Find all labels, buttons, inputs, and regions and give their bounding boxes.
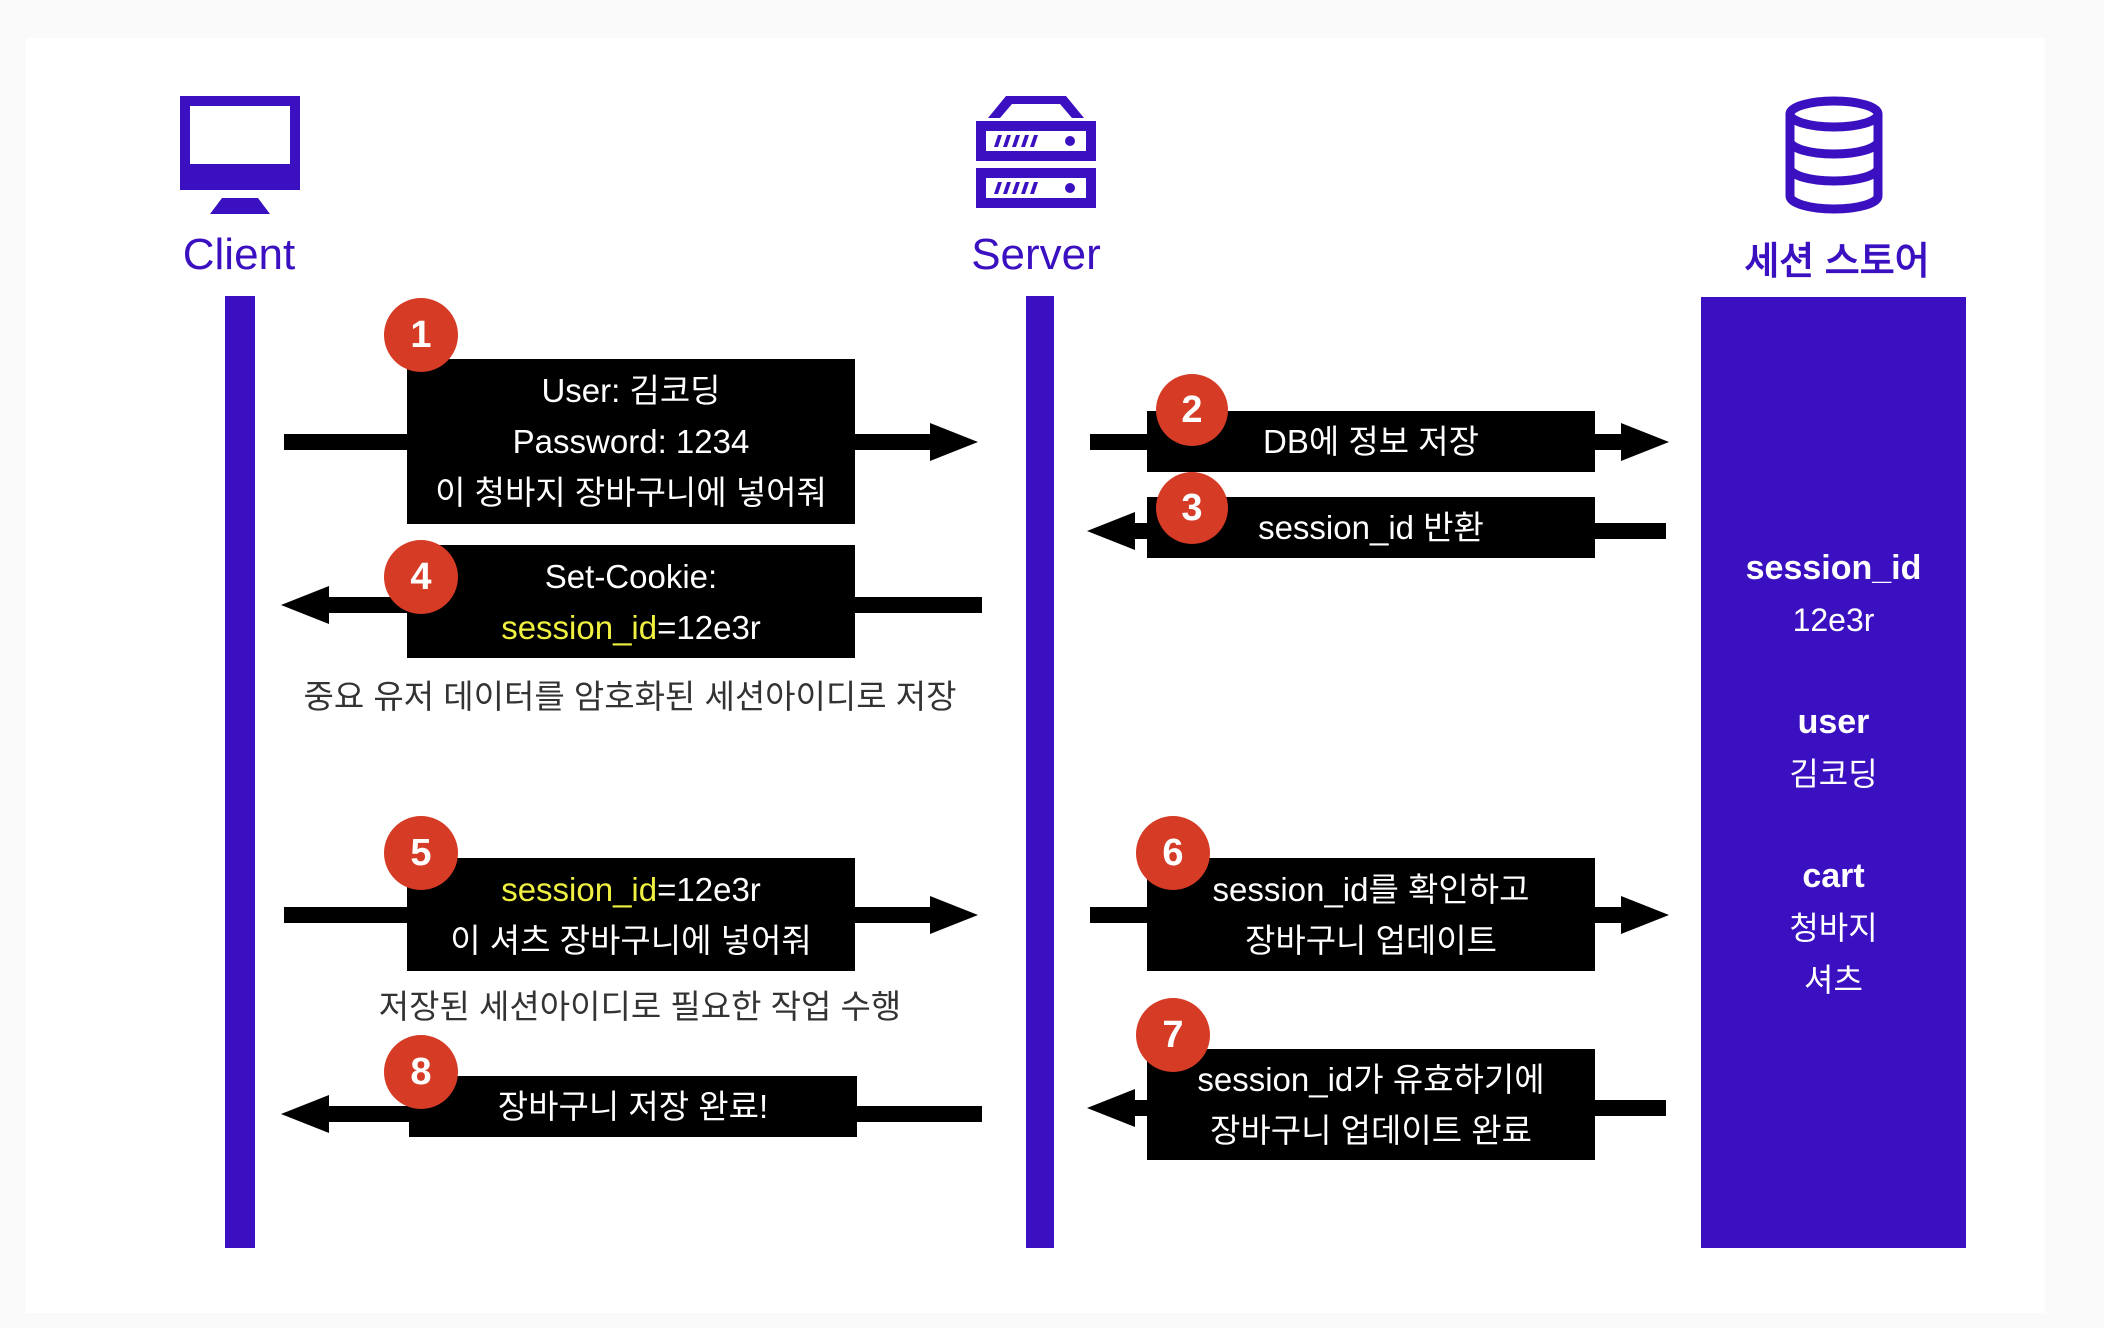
message-box: session_id를 확인하고 장바구니 업데이트 — [1147, 858, 1595, 971]
step-badge: 3 — [1156, 472, 1228, 544]
client-label: Client — [182, 230, 296, 279]
step-badge: 7 — [1136, 998, 1210, 1072]
message-box: Set-Cookie: session_id=12e3r — [407, 545, 855, 658]
step-badge: 5 — [384, 816, 458, 890]
step-caption: 저장된 세션아이디로 필요한 작업 수행 — [378, 988, 902, 1025]
server-lifeline — [1026, 296, 1054, 1248]
database-icon — [1785, 96, 1883, 214]
message-box: 장바구니 저장 완료! — [409, 1076, 857, 1137]
store-entry-user: user 김코딩 — [1789, 703, 1878, 792]
arrow-right-icon — [1621, 423, 1669, 461]
arrow-right-icon — [930, 896, 978, 934]
client-lifeline — [225, 296, 255, 1248]
arrow-left-icon — [281, 586, 329, 624]
message-box: session_id=12e3r 이 셔츠 장바구니에 넣어줘 — [407, 858, 855, 971]
arrow-right-icon — [930, 423, 978, 461]
arrow-left-icon — [1087, 1089, 1135, 1127]
message-box: User: 김코딩 Password: 1234 이 청바지 장바구니에 넣어줘 — [407, 359, 855, 524]
step-caption: 중요 유저 데이터를 암호화된 세션아이디로 저장 — [303, 678, 957, 715]
arrow-left-icon — [1087, 512, 1135, 550]
step-badge: 2 — [1156, 374, 1228, 446]
step-badge: 8 — [384, 1035, 458, 1109]
step-badge: 6 — [1136, 816, 1210, 890]
session-store-panel: session_id 12e3r user 김코딩 cart 청바지 셔츠 — [1701, 297, 1966, 1248]
store-entry-cart: cart 청바지 셔츠 — [1789, 857, 1878, 998]
arrow-right-icon — [1621, 896, 1669, 934]
server-icon — [976, 96, 1096, 208]
store-label: 세션 스토어 — [1744, 241, 1930, 283]
step-badge: 1 — [384, 298, 458, 372]
server-label: Server — [971, 230, 1101, 279]
step-badge: 4 — [384, 540, 458, 614]
arrow-left-icon — [281, 1095, 329, 1133]
monitor-icon — [180, 96, 300, 214]
message-box: session_id가 유효하기에 장바구니 업데이트 완료 — [1147, 1049, 1595, 1160]
store-entry-session-id: session_id 12e3r — [1745, 549, 1922, 638]
